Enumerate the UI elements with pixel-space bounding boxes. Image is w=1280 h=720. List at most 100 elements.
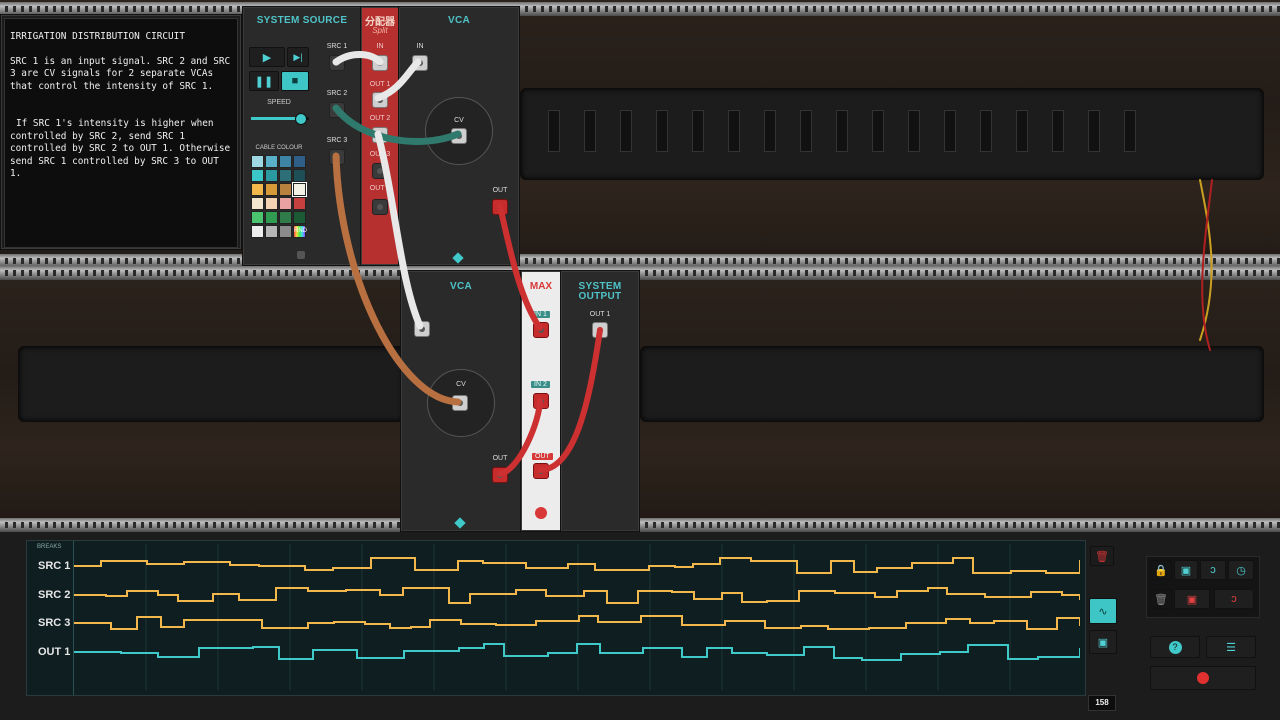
cable-colour-swatch[interactable] — [251, 155, 264, 168]
lock-button[interactable]: 🔒 — [1150, 560, 1172, 580]
remove-cable-button[interactable]: ↄ — [1214, 589, 1254, 609]
module-title: VCA — [449, 281, 472, 292]
random-colour-button[interactable]: RND — [293, 225, 307, 238]
cable-colour-swatch[interactable] — [279, 155, 292, 168]
cable-colour-label: CABLE COLOUR — [255, 145, 303, 151]
cable-colour-swatch[interactable] — [293, 211, 306, 224]
timer-button[interactable]: ◷ — [1228, 560, 1254, 580]
description-paragraph: If SRC 1's intensity is higher when cont… — [10, 118, 231, 179]
cable-split-vca2-in[interactable] — [374, 130, 424, 330]
vca-cv-label: CV — [454, 117, 464, 124]
record-icon — [1197, 672, 1209, 684]
split-out2-label: OUT 2 — [369, 115, 391, 122]
vca-in-label: IN — [416, 43, 424, 50]
cable-colour-swatch[interactable] — [251, 197, 264, 210]
cable-colour-swatch[interactable] — [279, 183, 292, 196]
max-logo-icon — [535, 507, 547, 519]
connector-slot — [620, 110, 632, 152]
cable-src1-split[interactable] — [332, 51, 384, 66]
cable-colour-swatch[interactable] — [293, 155, 306, 168]
remove-module-button[interactable]: ▣ — [1174, 589, 1210, 609]
scope-view-button[interactable]: ∿ — [1089, 598, 1117, 624]
cable-colour-swatch[interactable] — [265, 183, 278, 196]
record-button[interactable] — [1150, 666, 1256, 690]
cable-colour-swatch[interactable] — [293, 197, 306, 210]
cable-src3-cv[interactable] — [332, 152, 462, 406]
cable-colour-swatch[interactable] — [279, 169, 292, 182]
cable-split-vca-in[interactable] — [374, 58, 422, 102]
out1-label: OUT 1 — [589, 311, 611, 318]
delete-button[interactable]: 🗑 — [1150, 589, 1172, 609]
module-icon: ▣ — [1097, 636, 1109, 649]
src2-label: SRC 2 — [326, 90, 348, 97]
waveform-icon: ∿ — [1098, 605, 1108, 618]
speed-slider[interactable] — [251, 113, 309, 125]
module-icon: ▣ — [1180, 564, 1192, 577]
cable-src2-cv[interactable] — [332, 104, 462, 145]
cable-colour-swatch[interactable] — [251, 225, 264, 238]
step-button[interactable]: ▶| — [287, 47, 309, 67]
speed-label: SPEED — [267, 99, 291, 106]
connector-slot — [1016, 110, 1028, 152]
module-view-button[interactable]: ▣ — [1089, 630, 1117, 654]
split-in-label: IN — [376, 43, 384, 50]
play-icon: ▶ — [262, 51, 272, 64]
cable-colour-swatch[interactable] — [251, 169, 264, 182]
scope-trace — [74, 557, 1080, 574]
cable-colour-swatch[interactable] — [265, 211, 278, 224]
cable-tool-button[interactable]: ↄ — [1200, 560, 1226, 580]
pause-button[interactable]: ❚❚ — [249, 71, 279, 91]
cable-colour-swatch[interactable] — [251, 211, 264, 224]
cable-colour-swatch[interactable] — [279, 211, 292, 224]
lock-icon — [297, 251, 305, 259]
description-paragraph: SRC 1 is an input signal. SRC 2 and SRC … — [10, 55, 231, 92]
cable-colour-swatch[interactable] — [293, 169, 306, 182]
connector-slot — [908, 110, 920, 152]
connector-slot — [656, 110, 668, 152]
module-title: 分配器 — [365, 17, 395, 28]
cable-layer — [332, 51, 1213, 477]
connector-slot — [1124, 110, 1136, 152]
module-title: VCA — [447, 15, 470, 26]
menu-button[interactable]: ☰ — [1206, 636, 1256, 658]
cable-colour-swatch[interactable] — [279, 225, 292, 238]
max-in2-label: IN 2 — [531, 381, 550, 388]
cable-colour-palette: RND — [251, 155, 307, 239]
help-button[interactable]: ? — [1150, 636, 1200, 658]
module-title: SYSTEM SOURCE — [256, 15, 348, 26]
module-subtitle: Split — [372, 26, 388, 35]
connector-slot — [1052, 110, 1064, 152]
speed-slider-handle[interactable] — [295, 113, 308, 125]
scope-trace — [74, 615, 1080, 630]
play-button[interactable]: ▶ — [249, 47, 285, 67]
scope-traces — [74, 544, 1080, 690]
cable-colour-swatch[interactable] — [265, 225, 278, 238]
cable-wire — [1201, 179, 1213, 351]
connector-strip — [18, 346, 404, 422]
connector-strip — [520, 88, 1264, 180]
cable-colour-swatch[interactable] — [265, 197, 278, 210]
cable-colour-swatch[interactable] — [292, 182, 307, 197]
cable-colour-swatch[interactable] — [251, 183, 264, 196]
connector-slot — [980, 110, 992, 152]
cable-colour-swatch[interactable] — [265, 155, 278, 168]
add-module-button[interactable]: ▣ — [1174, 560, 1198, 580]
module-title: MAX — [529, 281, 553, 292]
cable-icon: ↄ — [1210, 564, 1216, 576]
src1-label: SRC 1 — [326, 43, 348, 50]
cable-colour-swatch[interactable] — [265, 169, 278, 182]
system-output-module: SYSTEM OUTPUT OUT 1 — [560, 270, 640, 532]
connector-slot — [872, 110, 884, 152]
cable-max-output[interactable] — [537, 327, 603, 473]
cable-red-icon: ↄ — [1231, 593, 1237, 605]
clear-button[interactable]: 🗑 — [1090, 546, 1114, 566]
cable-vca2-max-in2[interactable] — [497, 397, 543, 477]
stop-button[interactable]: ■ — [281, 71, 309, 91]
cable-colour-swatch[interactable] — [279, 197, 292, 210]
connector-slot — [584, 110, 596, 152]
cable-vca-max-in1[interactable] — [497, 203, 543, 331]
connector-slot — [548, 110, 560, 152]
trace-label: OUT 1 — [38, 646, 71, 658]
split-out1-label: OUT 1 — [369, 81, 391, 88]
split-out4-jack[interactable] — [372, 199, 388, 215]
